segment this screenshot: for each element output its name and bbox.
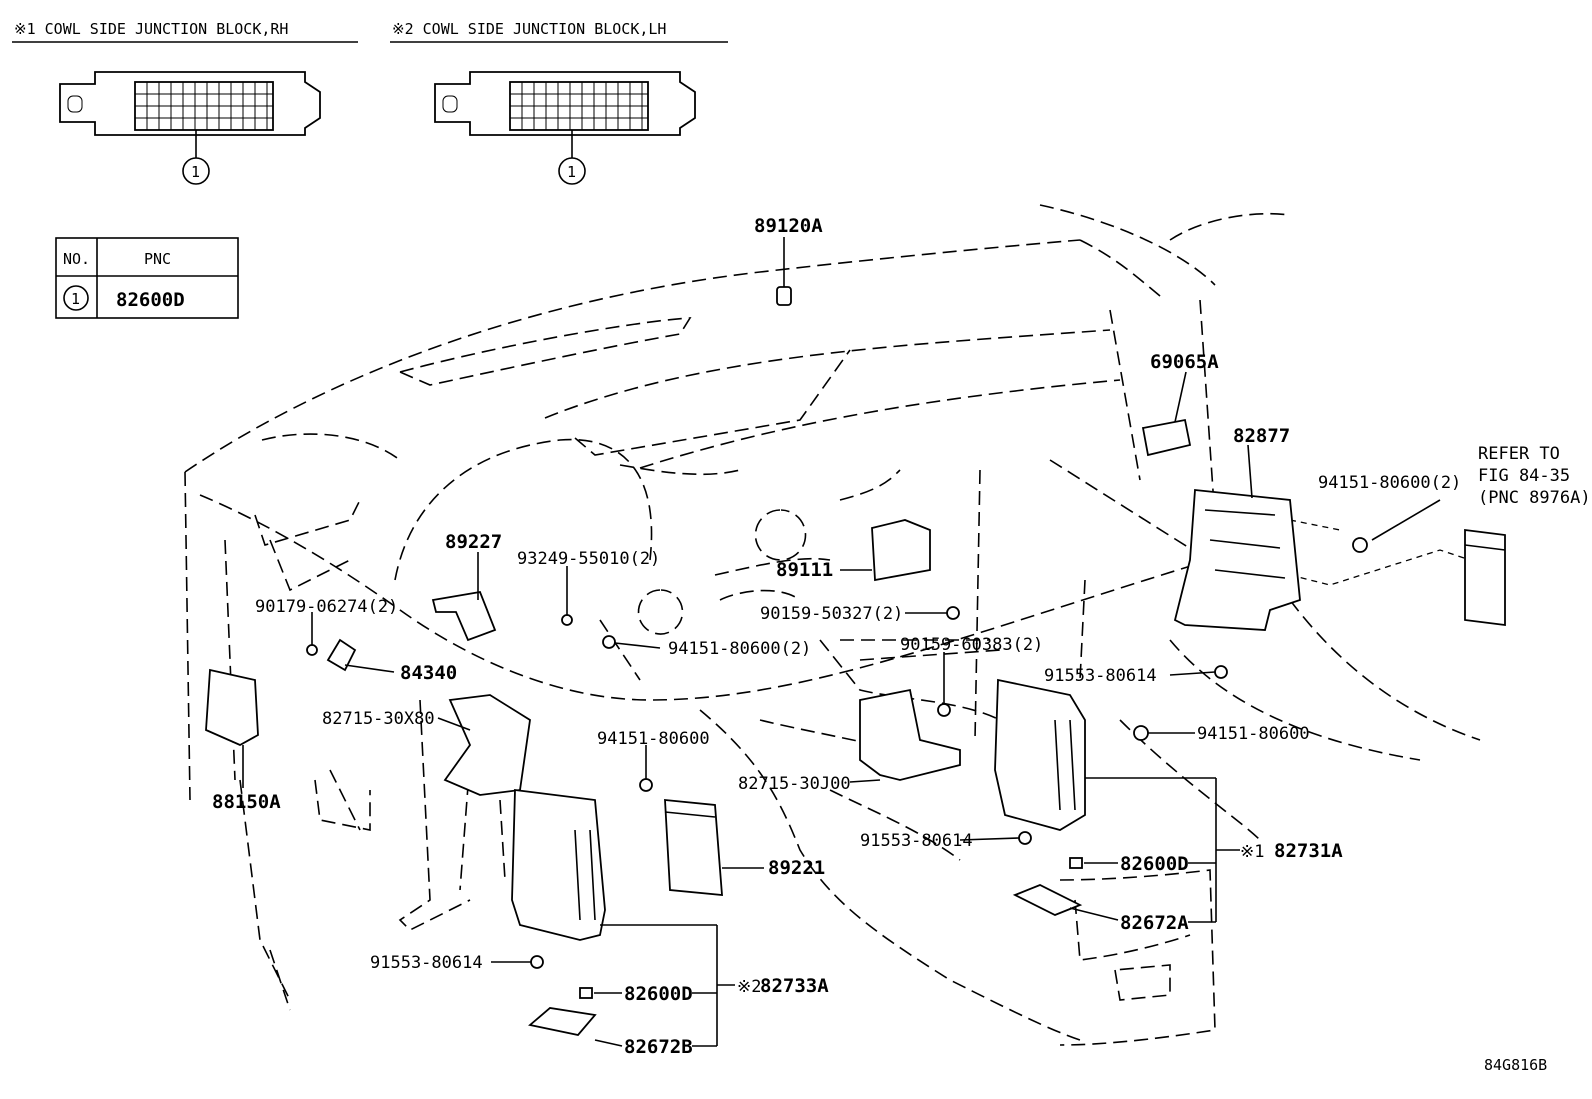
label-91553-80614-left: 91553-80614 (370, 953, 483, 973)
label-82600D-right: 82600D (1120, 853, 1189, 875)
part-84340-shape (326, 638, 357, 672)
part-89111-shape (871, 519, 931, 582)
label-82672A: 82672A (1120, 912, 1189, 934)
part-89221-shape (664, 798, 723, 896)
label-88150A: 88150A (212, 791, 281, 813)
label-82715-30X80: 82715-30X80 (322, 709, 435, 729)
label-94151-80600-2-center: 94151-80600(2) (668, 639, 811, 659)
bolt-90159-50327-icon (946, 606, 960, 620)
label-82733A-mark: ※2 (737, 977, 761, 997)
part-82733A-shape (511, 788, 606, 941)
part-82877-shape (1173, 489, 1301, 631)
bolt-91553-right-icon (1214, 665, 1228, 679)
callout-1-lh: 1 (567, 163, 576, 181)
part-82672B-shape (528, 1007, 597, 1036)
pnc-table: NO. PNC 1 82600D (55, 237, 239, 319)
part-89120A-shape (776, 286, 792, 306)
label-82672B: 82672B (624, 1036, 693, 1058)
leader-lines (242, 237, 1441, 1047)
junction-block-lh-drawing: 1 (434, 71, 696, 185)
label-82715-30J00: 82715-30J00 (738, 774, 851, 794)
table-header-pnc: PNC (144, 250, 171, 268)
part-88150A-shape (205, 668, 259, 747)
label-89227: 89227 (445, 531, 502, 553)
label-90159-50327-2: 90159-50327(2) (760, 604, 903, 624)
bolt-93249-icon (561, 614, 573, 626)
nut-94151-2-right-icon (1352, 537, 1368, 553)
nut-94151-right-icon (1133, 725, 1149, 741)
label-82877: 82877 (1233, 425, 1290, 447)
part-8976A-shape (1464, 528, 1506, 627)
label-90159-60383-2: 90159-60383(2) (900, 635, 1043, 655)
label-94151-80600-right: 94151-80600 (1197, 724, 1310, 744)
label-91553-80614-center: 91553-80614 (860, 831, 973, 851)
junction-block-lh-group: ※2 COWL SIDE JUNCTION BLOCK,LH 1 (390, 20, 728, 185)
table-row-no: 1 (71, 290, 80, 308)
part-82715-30X80-shape (443, 694, 531, 796)
label-84340: 84340 (400, 662, 457, 684)
label-82731A: 82731A (1274, 840, 1343, 862)
label-93249-55010-2: 93249-55010(2) (517, 549, 660, 569)
label-refer-line2: FIG 84-35 (1478, 466, 1570, 486)
label-94151-80600-center: 94151-80600 (597, 729, 710, 749)
label-89120A: 89120A (754, 215, 823, 237)
nut-94151-center-lower-icon (639, 778, 653, 792)
diagram-code: 84G816B (1484, 1056, 1547, 1074)
header-lh: ※2 COWL SIDE JUNCTION BLOCK,LH (392, 20, 666, 38)
bolt-91553-left-icon (530, 955, 544, 969)
junction-block-rh-drawing: 1 (59, 71, 321, 185)
component-drawings (205, 286, 1506, 1036)
part-82672A-shape (1012, 884, 1083, 916)
label-82600D-left: 82600D (624, 983, 693, 1005)
part-labels: 89120A 69065A 82877 REFER TO FIG 84-35 (… (212, 215, 1591, 1074)
label-89221: 89221 (768, 857, 825, 879)
nut-90179-icon (306, 644, 318, 656)
table-header-no: NO. (63, 250, 90, 268)
junction-block-rh-group: ※1 COWL SIDE JUNCTION BLOCK,RH 1 (12, 20, 358, 185)
callout-1-rh: 1 (191, 163, 200, 181)
header-rh: ※1 COWL SIDE JUNCTION BLOCK,RH (14, 20, 288, 38)
clip-82600D-right-icon (1069, 857, 1083, 869)
label-91553-80614-right: 91553-80614 (1044, 666, 1157, 686)
instrument-panel-outline (184, 204, 1481, 1046)
bolt-90159-60383-icon (937, 703, 951, 717)
label-94151-80600-2-right: 94151-80600(2) (1318, 473, 1461, 493)
label-82731A-mark: ※1 (1240, 842, 1264, 862)
label-90179-06274-2: 90179-06274(2) (255, 597, 398, 617)
bolt-91553-center-icon (1018, 831, 1032, 845)
part-82715-30J00-shape (859, 688, 961, 781)
part-69065A-shape (1141, 418, 1192, 457)
label-69065A: 69065A (1150, 351, 1219, 373)
label-89111: 89111 (776, 559, 833, 581)
part-89227-shape (431, 590, 497, 642)
table-row-pnc: 82600D (116, 289, 185, 311)
clip-82600D-left-icon (579, 987, 593, 999)
label-82733A: 82733A (760, 975, 829, 997)
label-refer-line1: REFER TO (1478, 444, 1560, 464)
part-82731A-shape (994, 678, 1086, 831)
label-refer-line3: (PNC 8976A) (1478, 488, 1591, 508)
nut-94151-center-icon (602, 635, 616, 649)
